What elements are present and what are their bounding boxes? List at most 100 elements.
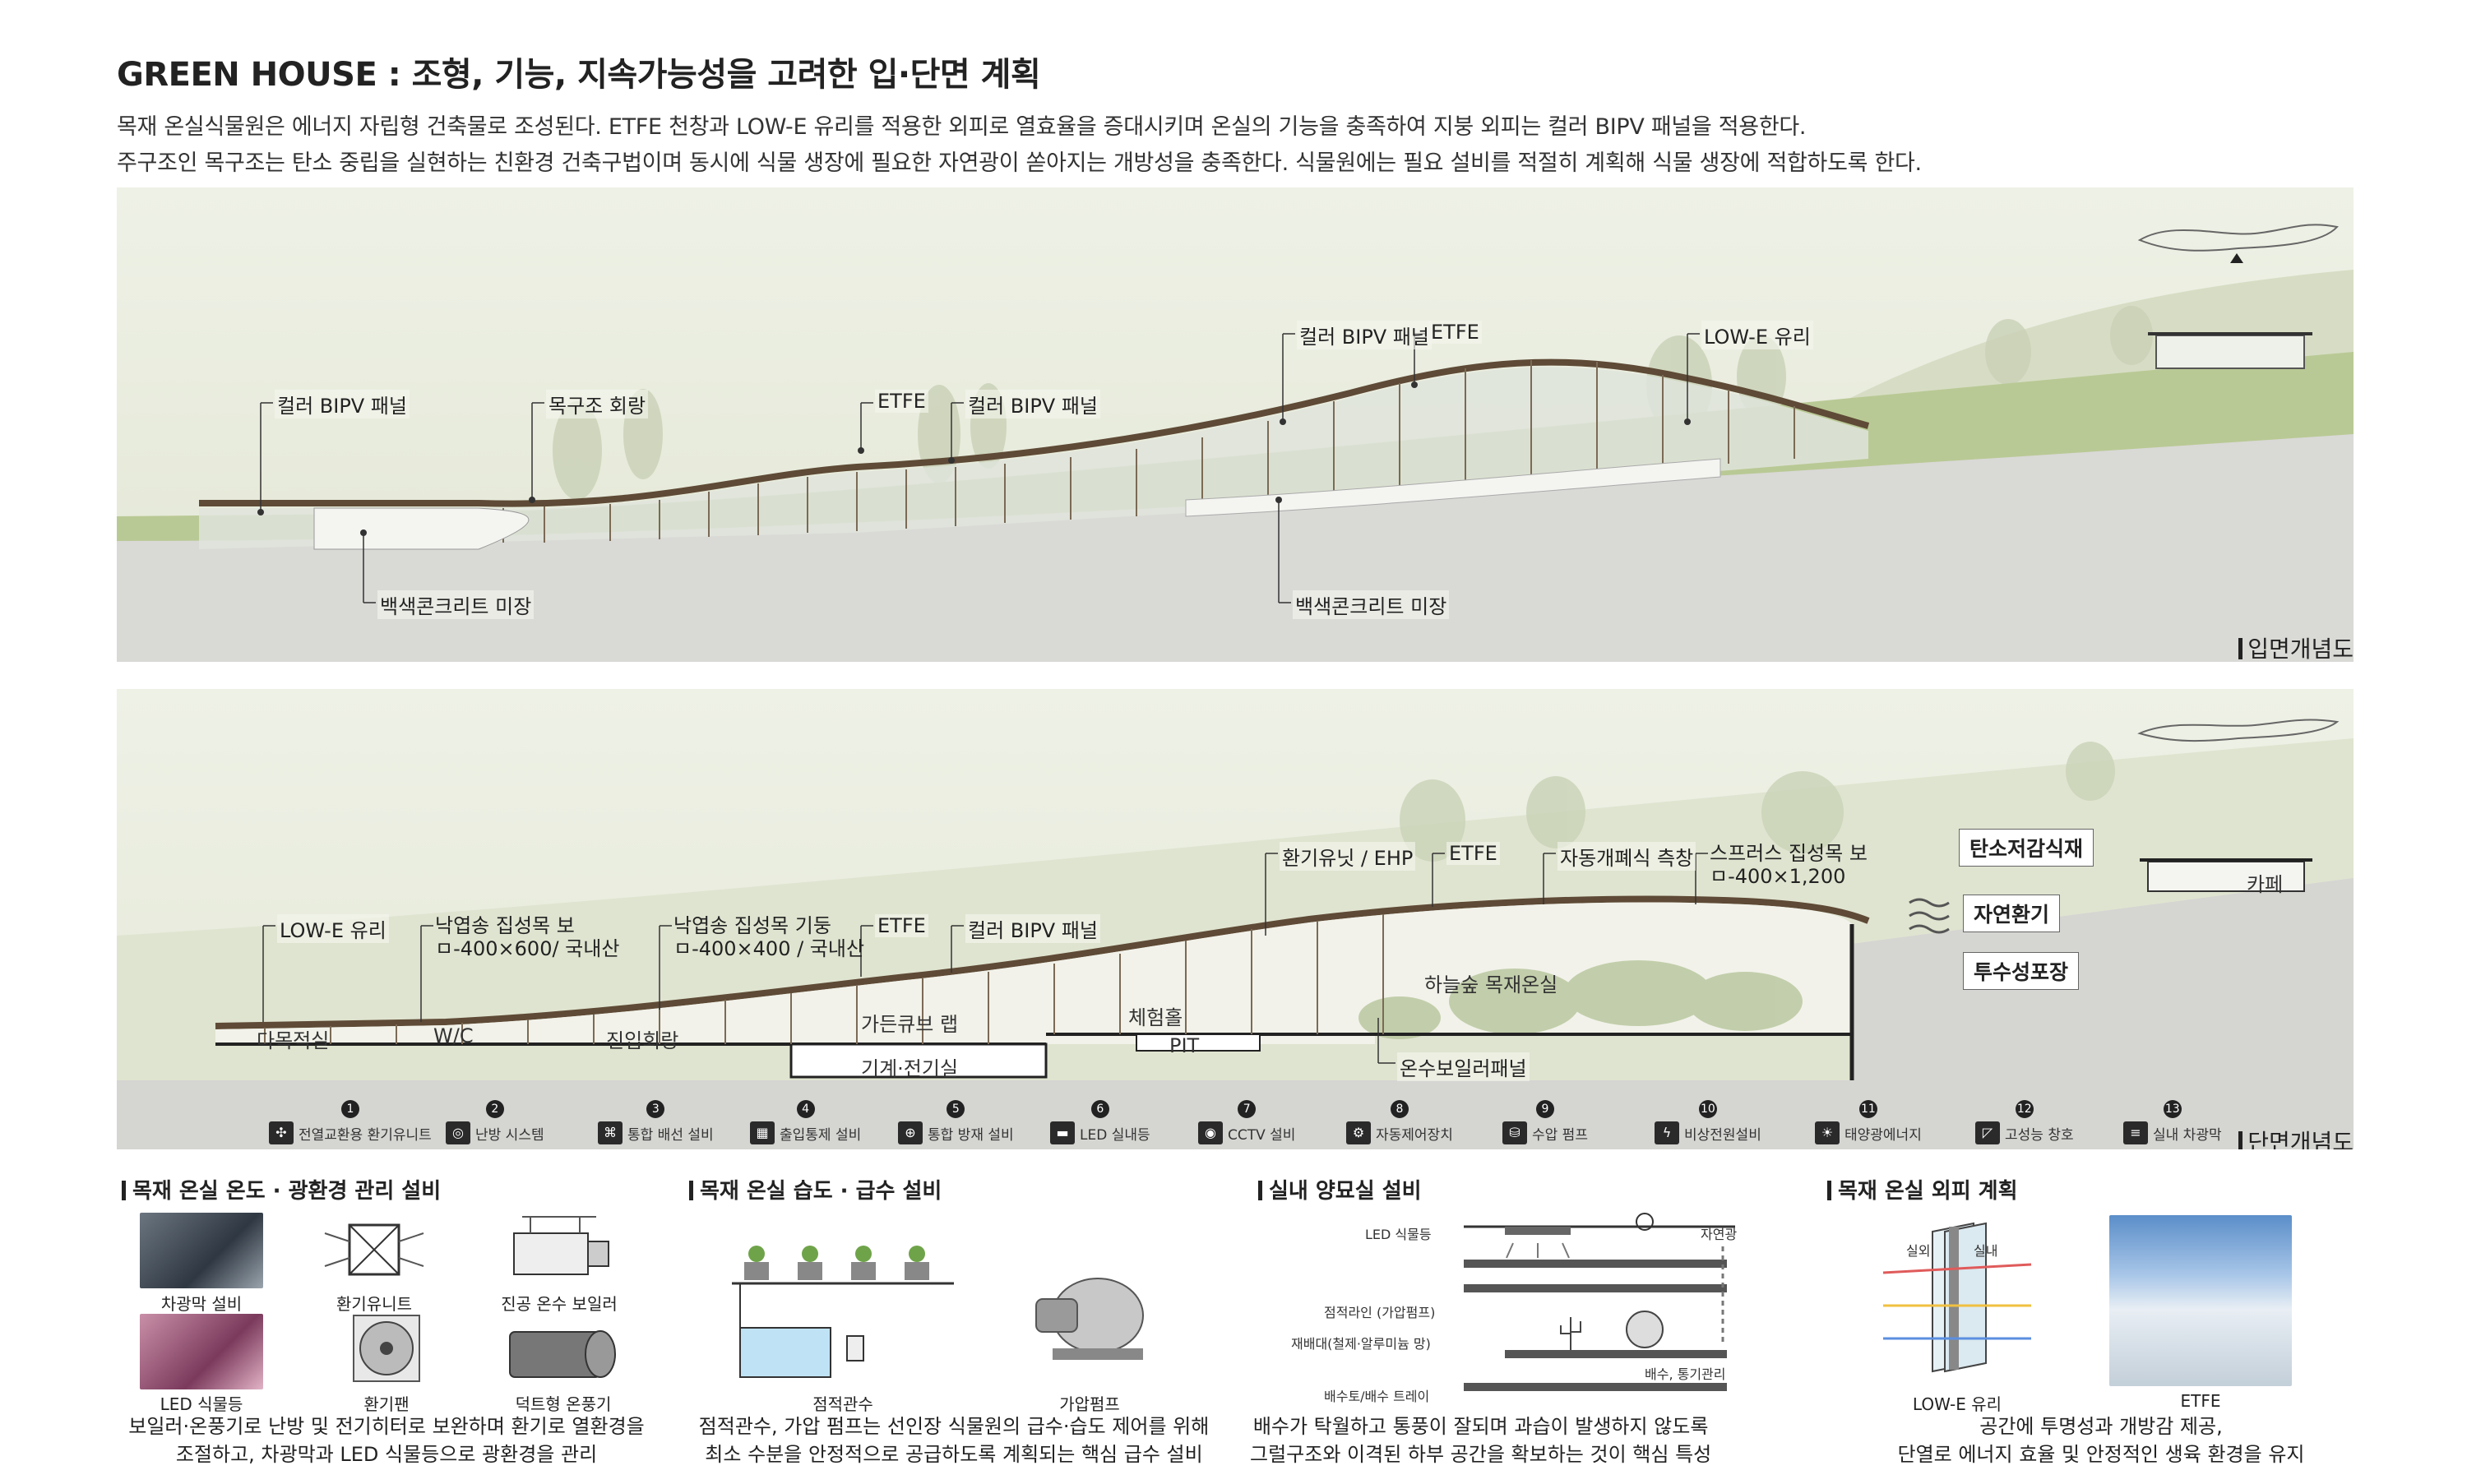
- legend-text: LED 실내등: [1080, 1126, 1150, 1144]
- legend-item: 2 ◎난방 시스템: [446, 1100, 544, 1144]
- ventilation-fan-diagram: [353, 1315, 420, 1382]
- nursery-heading: 실내 양묘실 설비: [1258, 1174, 1422, 1204]
- sect-label-boiler-panel: 온수보일러패널: [1397, 1052, 1530, 1081]
- sect-label-column-line2: ㅁ-400×400 / 국내산: [673, 937, 865, 960]
- legend-item: 9 ⛁수압 펌프: [1502, 1100, 1588, 1144]
- legend-item: 11 ☀태양광에너지: [1815, 1100, 1922, 1144]
- section-drawing: [117, 719, 2354, 1149]
- legend-num: 2: [485, 1100, 504, 1118]
- elev-label-bipv-left: 컬러 BIPV 패널: [275, 390, 410, 418]
- nursery-label: 자연광: [1701, 1227, 1738, 1242]
- legend-text: 비상전원설비: [1684, 1126, 1761, 1144]
- legend-item: 10 ϟ 비상전원설비: [1655, 1100, 1761, 1144]
- room-experience: 체험홀: [1128, 1006, 1183, 1029]
- legend-item: 6 ▬LED 실내등: [1050, 1100, 1150, 1144]
- ventilation-unit-diagram: [324, 1223, 424, 1276]
- nursery-description: 배수가 탁월하고 통풍이 잘되며 과습이 발생하지 않도록 그럴구조와 이격된 …: [1250, 1412, 1711, 1468]
- sect-label-column: 낙엽송 집성목 기둥 ㅁ-400×400 / 국내산: [673, 914, 864, 960]
- sect-label-spruce-line2: ㅁ-400×1,200: [1710, 865, 1846, 888]
- legend-num: 3: [646, 1100, 665, 1118]
- legend-text: 고성능 창호: [2005, 1126, 2074, 1144]
- skin-glass-label-outdoor: 실외: [1906, 1243, 1931, 1259]
- legend-item: 12 ◸고성능 창호: [1975, 1100, 2074, 1144]
- sect-label-spruce-line1: 스프러스 집성목 보: [1710, 842, 1868, 865]
- box-natural-ventilation: 자연환기: [1963, 895, 2061, 932]
- skin-desc-line2: 단열로 에너지 효율 및 안정적인 생육 환경을 유지: [1897, 1443, 2305, 1466]
- legend-item: 4 ▦출입통제 설비: [750, 1100, 861, 1144]
- legend-text: 자동제어장치: [1376, 1126, 1453, 1144]
- box-carbon-planting: 탄소저감식재: [1959, 829, 2094, 867]
- nursery-label: LED 식물등: [1365, 1227, 1432, 1242]
- room-pit: PIT: [1169, 1034, 1200, 1057]
- page-title: GREEN HOUSE : 조형, 기능, 지속가능성을 고려한 입·단면 계획: [117, 56, 1041, 94]
- legend-item: 7 ◉CCTV 설비: [1198, 1100, 1295, 1144]
- elev-label-bipv-mid: 컬러 BIPV 패널: [965, 390, 1101, 418]
- legend-num: 13: [2163, 1100, 2182, 1118]
- legend-num: 7: [1238, 1100, 1257, 1118]
- sect-label-spruce: 스프러스 집성목 보 ㅁ-400×1,200: [1710, 842, 1868, 888]
- sect-label-etfe-top: ETFE: [1446, 842, 1500, 865]
- legend-text: 출입통제 설비: [780, 1126, 862, 1144]
- drip-irrigation-diagram: [732, 1246, 954, 1378]
- elev-label-bipv-top: 컬러 BIPV 패널: [1297, 321, 1433, 349]
- legend-text: 수압 펌프: [1532, 1126, 1588, 1144]
- elevation-tag: 입면개념도: [2238, 631, 2354, 662]
- legend-num: 8: [1390, 1100, 1409, 1118]
- legend-num: 12: [2015, 1100, 2034, 1118]
- skin-desc-line1: 공간에 투명성과 개방감 제공,: [1979, 1415, 2223, 1438]
- skin-heading: 목재 온실 외피 계획: [1827, 1174, 2018, 1204]
- nursery-label: 재배대(철제·알루미늄 망): [1291, 1336, 1431, 1352]
- sect-label-beam-line2: ㅁ-400×600/ 국내산: [435, 937, 620, 960]
- elev-label-concrete-right: 백색콘크리트 미장: [1293, 590, 1450, 619]
- cctv-icon: ◉: [1198, 1121, 1223, 1144]
- sect-label-etfe-mid: ETFE: [875, 914, 928, 937]
- temp-caption: 차광막 설비: [160, 1294, 243, 1314]
- sect-label-beam: 낙엽송 집성목 보 ㅁ-400×600/ 국내산: [435, 914, 619, 960]
- temp-caption: LED 식물등: [160, 1394, 243, 1414]
- temp-desc-line2: 조절하고, 차광막과 LED 식물등으로 광환경을 관리: [175, 1443, 598, 1466]
- humid-desc-line1: 점적관수, 가압 펌프는 선인장 식물원의 급수·습도 제어를 위해: [698, 1415, 1210, 1438]
- intro-line-2: 주구조인 목구조는 탄소 중립을 실현하는 친환경 건축구법이며 동시에 식물 …: [117, 150, 1922, 176]
- sect-label-beam-line1: 낙엽송 집성목 보: [435, 914, 575, 937]
- temp-caption: 진공 온수 보일러: [501, 1294, 618, 1314]
- auto-control-icon: ⚙: [1346, 1121, 1371, 1144]
- ventilation-icon: ✣: [269, 1121, 294, 1144]
- sect-label-lowe: LOW-E 유리: [277, 914, 389, 943]
- legend-text: 전열교환용 환기유니트: [299, 1126, 432, 1144]
- temp-description: 보일러·온풍기로 난방 및 전기히터로 보완하며 환기로 열환경을 조절하고, …: [115, 1412, 658, 1468]
- skin-caption: ETFE: [2180, 1391, 2221, 1411]
- section-panel: LOW-E 유리 낙엽송 집성목 보 ㅁ-400×600/ 국내산 낙엽송 집성…: [117, 689, 2354, 1149]
- legend-num: 1: [340, 1100, 359, 1118]
- room-garden-lab: 가든큐브 랩: [861, 1013, 959, 1036]
- humid-caption: 점적관수: [812, 1394, 873, 1414]
- access-control-icon: ▦: [750, 1121, 775, 1144]
- sect-label-bipv-mid: 컬러 BIPV 패널: [965, 914, 1101, 943]
- fire-safety-icon: ⊕: [898, 1121, 923, 1144]
- pump-icon: ⛁: [1502, 1121, 1527, 1144]
- skin-description: 공간에 투명성과 개방감 제공, 단열로 에너지 효율 및 안정적인 생육 환경…: [1830, 1412, 2372, 1468]
- temp-caption: 환기팬: [363, 1394, 410, 1414]
- elev-label-concrete-left: 백색콘크리트 미장: [377, 590, 535, 619]
- temp-caption: 환기유니트: [336, 1294, 412, 1314]
- elev-label-lowe: LOW-E 유리: [1701, 321, 1813, 349]
- skin-caption: LOW-E 유리: [1912, 1394, 2002, 1414]
- humid-heading: 목재 온실 습도 · 급수 설비: [689, 1174, 942, 1204]
- emergency-power-icon: ϟ: [1655, 1121, 1679, 1144]
- room-entrance: 진입회랑: [606, 1029, 679, 1052]
- legend-text: 실내 차광막: [2153, 1126, 2222, 1144]
- legend-item: 5 ⊕통합 방재 설비: [898, 1100, 1014, 1144]
- legend-item: 13 ≡실내 차광막: [2123, 1100, 2222, 1144]
- legend-text: 태양광에너지: [1844, 1126, 1922, 1144]
- humid-desc-line2: 최소 수분을 안정적으로 공급하도록 계획되는 핵심 급수 설비: [705, 1443, 1203, 1466]
- nursery-desc-line1: 배수가 탁월하고 통풍이 잘되며 과습이 발생하지 않도록: [1252, 1415, 1709, 1438]
- heating-icon: ◎: [446, 1121, 470, 1144]
- nursery-label: 점적라인 (가압펌프): [1324, 1305, 1436, 1320]
- nursery-desc-line2: 그럴구조와 이격된 하부 공간을 확보하는 것이 핵심 특성: [1250, 1443, 1712, 1466]
- legend-num: 10: [1698, 1100, 1717, 1118]
- box-permeable-paving: 투수성포장: [1963, 952, 2080, 990]
- temp-desc-line1: 보일러·온풍기로 난방 및 전기히터로 보완하며 환기로 열환경을: [128, 1415, 645, 1438]
- elev-label-etfe-top: ETFE: [1428, 321, 1482, 344]
- legend-item: 3 ⌘통합 배선 설비: [598, 1100, 714, 1144]
- section-tag: 단면개념도: [2238, 1125, 2354, 1149]
- room-multipurpose: 다목적실: [257, 1029, 330, 1052]
